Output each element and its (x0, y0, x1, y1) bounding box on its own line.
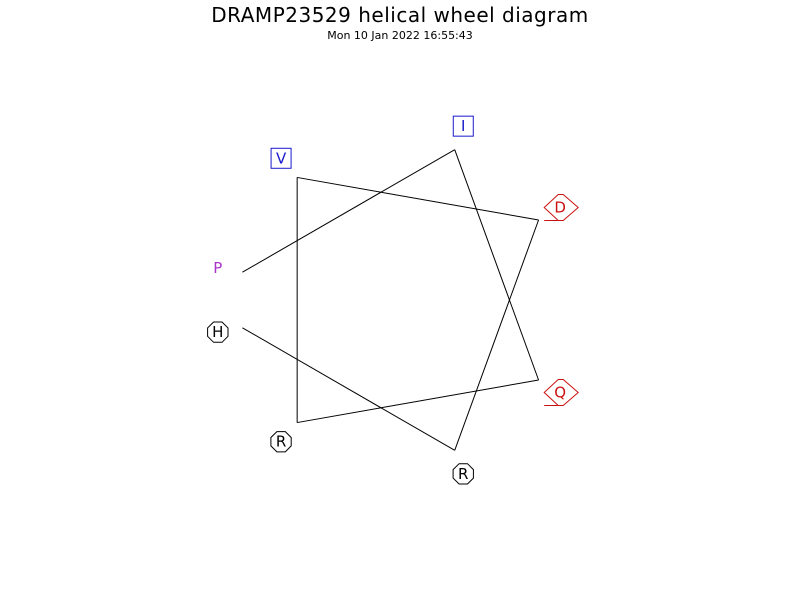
residue-markers: P I Q R V D R H (207, 115, 579, 485)
octagon-marker-icon (452, 463, 474, 485)
connector-line (454, 149, 540, 381)
residue-4: R (270, 431, 292, 453)
residue-5: V (270, 147, 292, 169)
residue-letter: R (276, 433, 286, 451)
residue-2: I (452, 115, 474, 137)
residue-6: D (543, 194, 579, 221)
square-marker-icon (452, 115, 474, 137)
residue-letter: P (213, 259, 222, 277)
residue-7: R (452, 463, 474, 485)
residue-8: H (207, 321, 229, 343)
pentagon-marker-icon (543, 194, 579, 221)
residue-1: P (213, 259, 222, 277)
residue-letter: Q (554, 384, 566, 402)
connector-line (297, 379, 539, 424)
diagram-timestamp: Mon 10 Jan 2022 16:55:43 (327, 29, 473, 42)
residue-letter: H (212, 323, 223, 341)
residue-letter: I (461, 117, 465, 135)
residue-letter: R (458, 465, 468, 483)
octagon-marker-icon (270, 431, 292, 453)
residue-letter: D (554, 199, 566, 217)
connector-line (242, 327, 455, 451)
connector-line (242, 149, 455, 273)
pentagon-marker-icon (543, 379, 579, 406)
residue-3: Q (543, 379, 579, 406)
square-marker-icon (270, 147, 292, 169)
residue-letter: V (276, 149, 287, 167)
connector-line (454, 219, 540, 451)
connector-line (297, 176, 539, 221)
wheel-connectors (242, 149, 540, 451)
diagram-title: DRAMP23529 helical wheel diagram (211, 3, 589, 27)
octagon-marker-icon (207, 321, 229, 343)
